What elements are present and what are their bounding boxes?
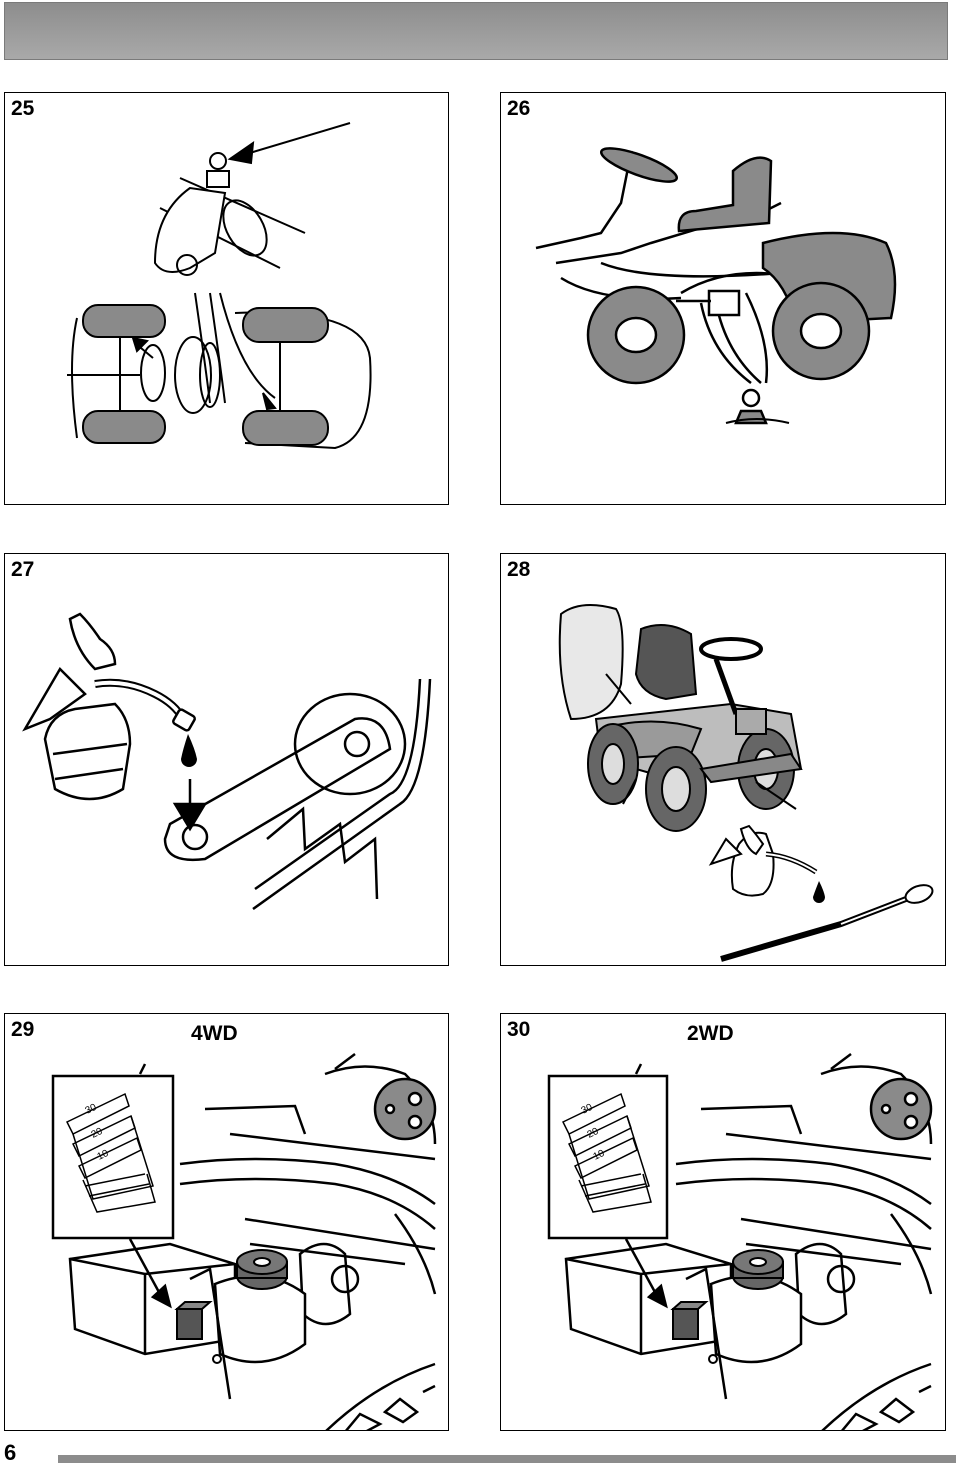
grease-nipple-steering-illustration xyxy=(67,122,372,450)
figure-25: 25 xyxy=(4,92,449,505)
figure-27: 27 xyxy=(4,553,449,966)
rider-lubrication-points-illustration xyxy=(558,604,934,962)
inset-scale-label: 30 xyxy=(84,1102,99,1117)
figure-26: 26 xyxy=(500,92,946,505)
figure-number: 27 xyxy=(11,558,35,581)
fuse-box-2wd-illustration: 30 20 10 xyxy=(547,1053,933,1430)
inset-scale-label: 20 xyxy=(586,1126,601,1141)
figure-number: 26 xyxy=(507,97,531,120)
tire xyxy=(242,307,329,343)
figure-number: 30 xyxy=(507,1018,531,1041)
oil-lubrication-illustration xyxy=(22,612,432,911)
variant-label: 2WD xyxy=(687,1022,734,1045)
oil-drop xyxy=(813,881,825,903)
figure-number: 28 xyxy=(507,558,531,581)
figure-number: 25 xyxy=(11,97,35,120)
inset-scale-label: 30 xyxy=(580,1102,595,1117)
tire xyxy=(82,304,166,338)
variant-label: 4WD xyxy=(191,1022,238,1045)
inset-scale-label: 10 xyxy=(96,1148,111,1163)
figure-28: 28 xyxy=(500,553,946,966)
oil-drop xyxy=(181,734,197,767)
tire xyxy=(82,410,166,444)
inset-scale-label: 20 xyxy=(90,1126,105,1141)
inset-scale-label: 10 xyxy=(592,1148,607,1163)
seat xyxy=(677,156,773,233)
tire xyxy=(242,410,329,446)
figure-29: 29 4WD xyxy=(4,1013,449,1431)
rider-grease-points-illustration xyxy=(535,147,897,425)
figure-number: 29 xyxy=(11,1018,35,1041)
page-number: 6 xyxy=(4,1440,17,1465)
figure-30: 30 2WD xyxy=(500,1013,946,1431)
fuse-box-4wd-illustration: 30 20 10 xyxy=(51,1053,437,1430)
footer-bar xyxy=(58,1455,956,1463)
header-bar xyxy=(4,2,948,60)
